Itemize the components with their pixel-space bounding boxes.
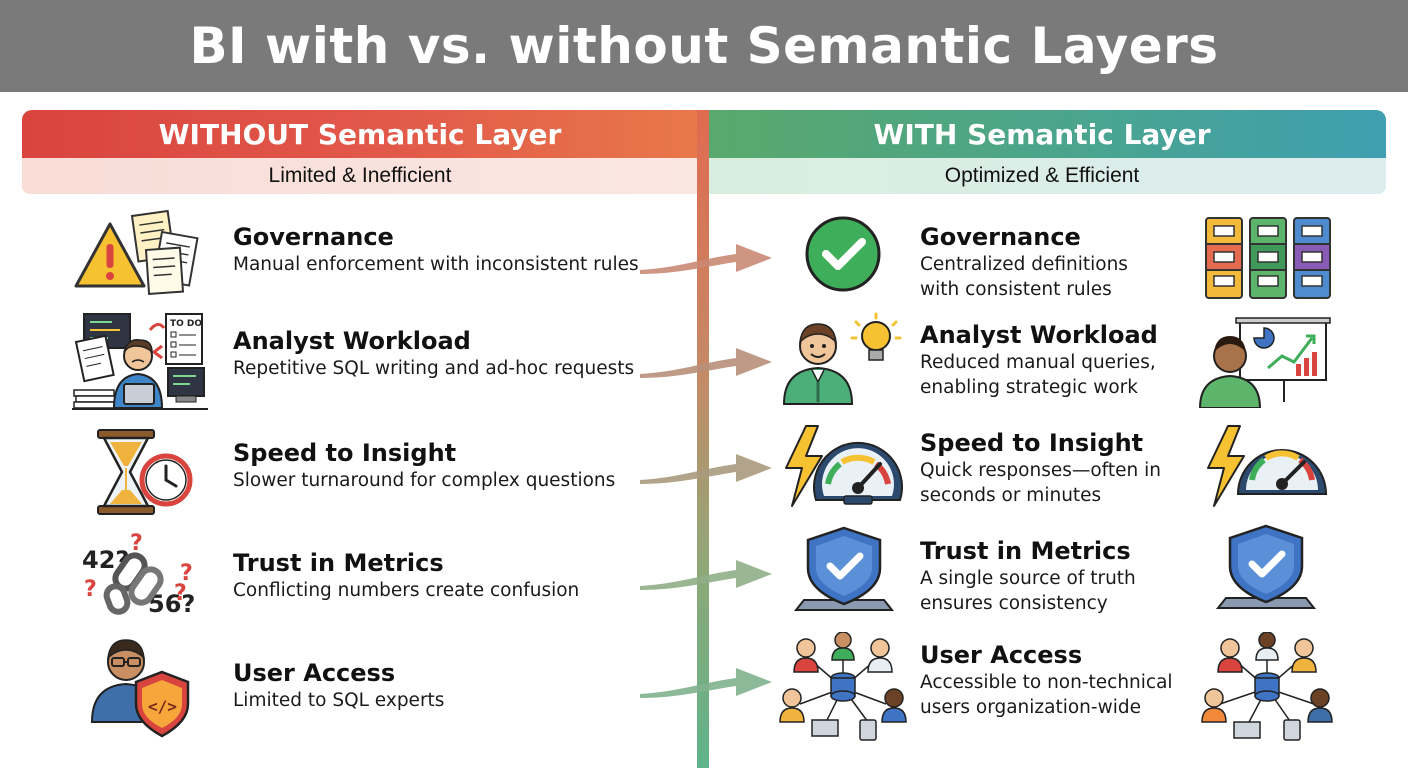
- organized-folders-icon: [1196, 214, 1338, 306]
- row-description-line2: ensures consistency: [920, 593, 1108, 614]
- shield-check-icon: [1196, 522, 1338, 614]
- row-description: Limited to SQL experts: [233, 690, 445, 711]
- page-title: BI with vs. without Semantic Layers: [189, 17, 1219, 75]
- row-description-line1: Reduced manual queries,: [920, 352, 1156, 373]
- row-description: Slower turnaround for complex questions: [233, 470, 616, 491]
- conflicting-number-2: 56?: [148, 590, 195, 618]
- with-speed-text: Speed to Insight Quick responses—often i…: [920, 428, 1190, 508]
- hourglass-clock-icon: [70, 428, 210, 520]
- broken-chain-icon: 42? 56? ? ? ? ?: [70, 528, 210, 620]
- with-header: WITH Semantic Layer: [698, 110, 1386, 158]
- without-subheader: Limited & Inefficient: [22, 158, 698, 194]
- todo-label: TO DO: [170, 319, 202, 329]
- svg-text:?: ?: [174, 581, 187, 606]
- row-description-line1: A single source of truth: [920, 568, 1136, 589]
- without-header: WITHOUT Semantic Layer: [22, 110, 698, 158]
- check-circle-icon: [776, 214, 910, 306]
- column-headers: WITHOUT Semantic Layer WITH Semantic Lay…: [22, 110, 1386, 158]
- row-title: Analyst Workload: [233, 327, 471, 355]
- svg-text:?: ?: [84, 577, 97, 602]
- without-analyst-text: Analyst Workload Repetitive SQL writing …: [233, 326, 673, 381]
- row-description-line1: Centralized definitions: [920, 254, 1128, 275]
- row-description-line1: Quick responses—often in: [920, 460, 1161, 481]
- row-title: Governance: [920, 223, 1081, 251]
- with-trust-text: Trust in Metrics A single source of trut…: [920, 536, 1190, 616]
- row-title: User Access: [920, 641, 1083, 669]
- svg-text:?: ?: [180, 561, 193, 586]
- without-governance-text: Governance Manual enforcement with incon…: [233, 222, 673, 277]
- speedometer-bolt-icon: [776, 424, 910, 516]
- shield-check-icon: [776, 524, 910, 616]
- with-header-label: WITH Semantic Layer: [873, 117, 1211, 151]
- row-title: Speed to Insight: [920, 429, 1144, 457]
- without-header-label: WITHOUT Semantic Layer: [158, 117, 562, 151]
- row-title: Governance: [233, 223, 394, 251]
- row-description: Repetitive SQL writing and ad-hoc reques…: [233, 358, 635, 379]
- team-database-icon: [776, 632, 910, 741]
- title-bar: BI with vs. without Semantic Layers: [0, 0, 1408, 92]
- transition-arrow-icon: [640, 244, 772, 274]
- team-database-icon: [1196, 632, 1338, 741]
- overwhelmed-analyst-icon: TO DO: [70, 312, 210, 410]
- row-description-line2: with consistent rules: [920, 279, 1112, 300]
- transition-arrow-icon: [640, 560, 772, 590]
- row-description-line1: Accessible to non-technical: [920, 672, 1173, 693]
- analyst-lightbulb-icon: [776, 312, 910, 405]
- svg-text:?: ?: [130, 531, 143, 556]
- without-trust-text: Trust in Metrics Conflicting numbers cre…: [233, 548, 673, 603]
- with-governance-text: Governance Centralized definitions with …: [920, 222, 1190, 302]
- row-title: Speed to Insight: [233, 439, 457, 467]
- row-description-line2: enabling strategic work: [920, 377, 1138, 398]
- speedometer-bolt-icon: [1196, 424, 1338, 516]
- row-title: User Access: [233, 659, 396, 687]
- warning-documents-icon: [70, 210, 210, 302]
- svg-text:</>: </>: [148, 697, 177, 716]
- row-title: Trust in Metrics: [920, 537, 1131, 565]
- row-description-line2: users organization-wide: [920, 697, 1141, 718]
- developer-shield-icon: </>: [70, 632, 210, 738]
- with-analyst-text: Analyst Workload Reduced manual queries,…: [920, 320, 1190, 400]
- center-divider: [697, 110, 709, 768]
- row-description: Conflicting numbers create confusion: [233, 580, 580, 601]
- row-title: Analyst Workload: [920, 321, 1158, 349]
- row-description: Manual enforcement with inconsistent rul…: [233, 254, 639, 275]
- transition-arrow-icon: [640, 454, 772, 484]
- transition-arrow-icon: [640, 668, 772, 698]
- without-speed-text: Speed to Insight Slower turnaround for c…: [233, 438, 673, 493]
- row-description-line2: seconds or minutes: [920, 485, 1102, 506]
- with-subheader: Optimized & Efficient: [698, 158, 1386, 194]
- row-title: Trust in Metrics: [233, 549, 444, 577]
- transition-arrow-icon: [640, 348, 772, 378]
- analyst-presentation-icon: [1196, 316, 1338, 408]
- without-access-text: User Access Limited to SQL experts: [233, 658, 673, 713]
- with-access-text: User Access Accessible to non-technical …: [920, 640, 1190, 720]
